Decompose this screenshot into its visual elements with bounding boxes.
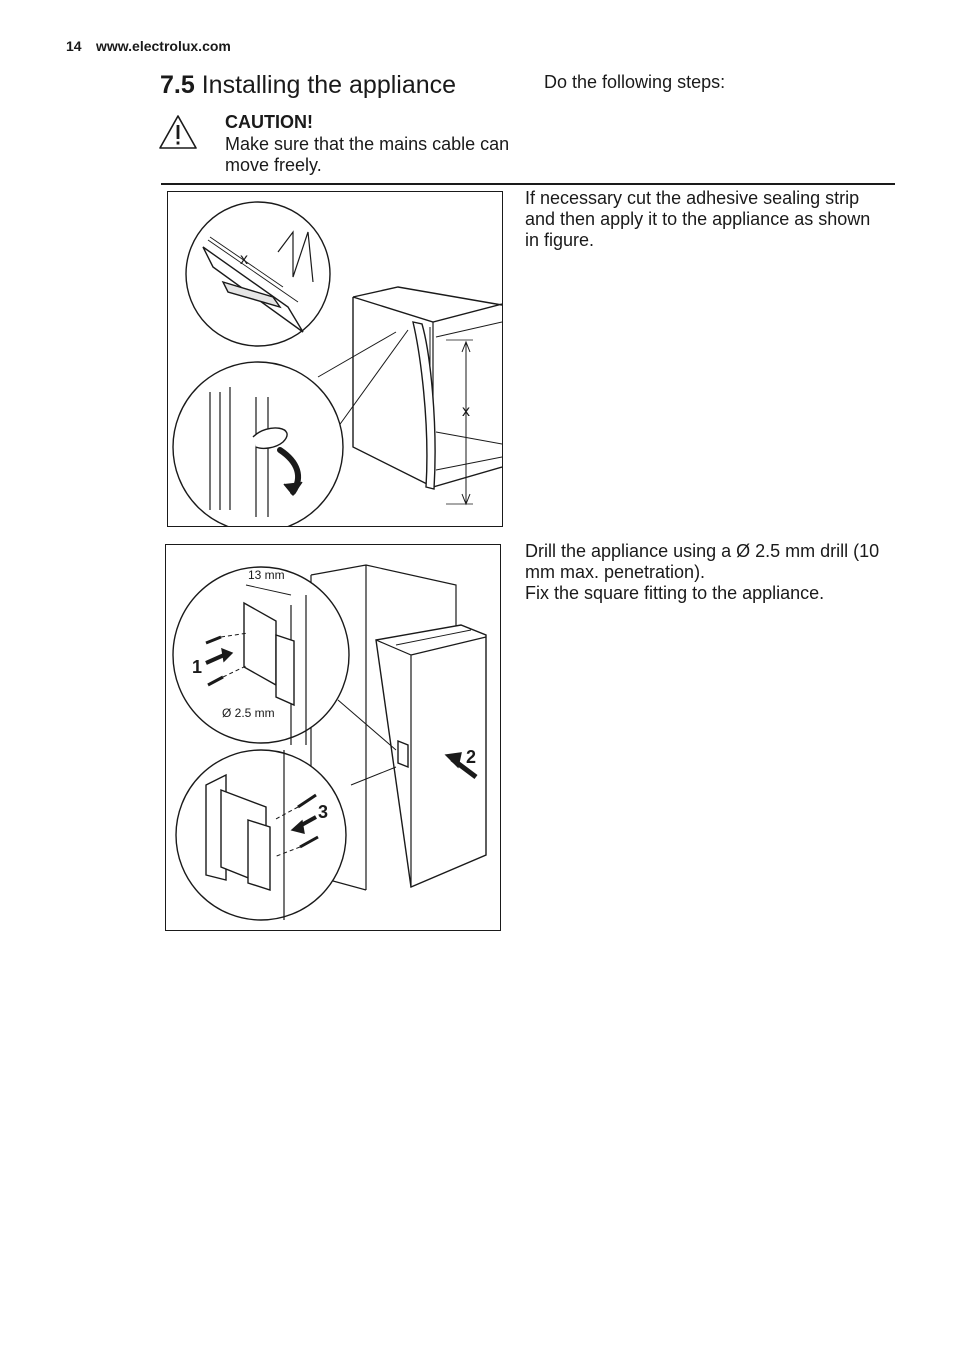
callout-2: 2 (466, 747, 476, 767)
step-2-line-1: Drill the appliance using a Ø 2.5 mm dri… (525, 541, 880, 582)
dimension-label: 13 mm (248, 568, 285, 582)
section-title-text: Installing the appliance (201, 71, 457, 99)
step-2-text: Drill the appliance using a Ø 2.5 mm dri… (525, 541, 885, 604)
website-url: www.electrolux.com (96, 38, 231, 54)
steps-intro: Do the following steps: (544, 72, 726, 92)
caution-heading: CAUTION! (225, 112, 313, 132)
callout-1: 1 (192, 657, 202, 677)
section-number: 7.5 (160, 71, 195, 99)
strip-length-label-1: x (240, 251, 248, 268)
drill-diameter-label: Ø 2.5 mm (222, 706, 275, 720)
page-number: 14 (66, 38, 82, 54)
square-fitting-figure: 13 mm Ø 2.5 mm 1 2 3 (165, 544, 501, 931)
step-2-line-2: Fix the square fitting to the appliance. (525, 583, 825, 603)
callout-3: 3 (318, 802, 328, 822)
step-1-line: If necessary cut the adhesive sealing st… (525, 188, 871, 250)
section-divider (161, 183, 895, 185)
section-title: 7.5 Installing the appliance (160, 70, 456, 100)
strip-length-label-2: x (462, 403, 470, 420)
sealing-strip-figure: x x (167, 191, 503, 527)
warning-triangle-icon (159, 115, 197, 149)
caution-text: Make sure that the mains cable can move … (225, 134, 510, 175)
step-1-text: If necessary cut the adhesive sealing st… (525, 188, 885, 251)
